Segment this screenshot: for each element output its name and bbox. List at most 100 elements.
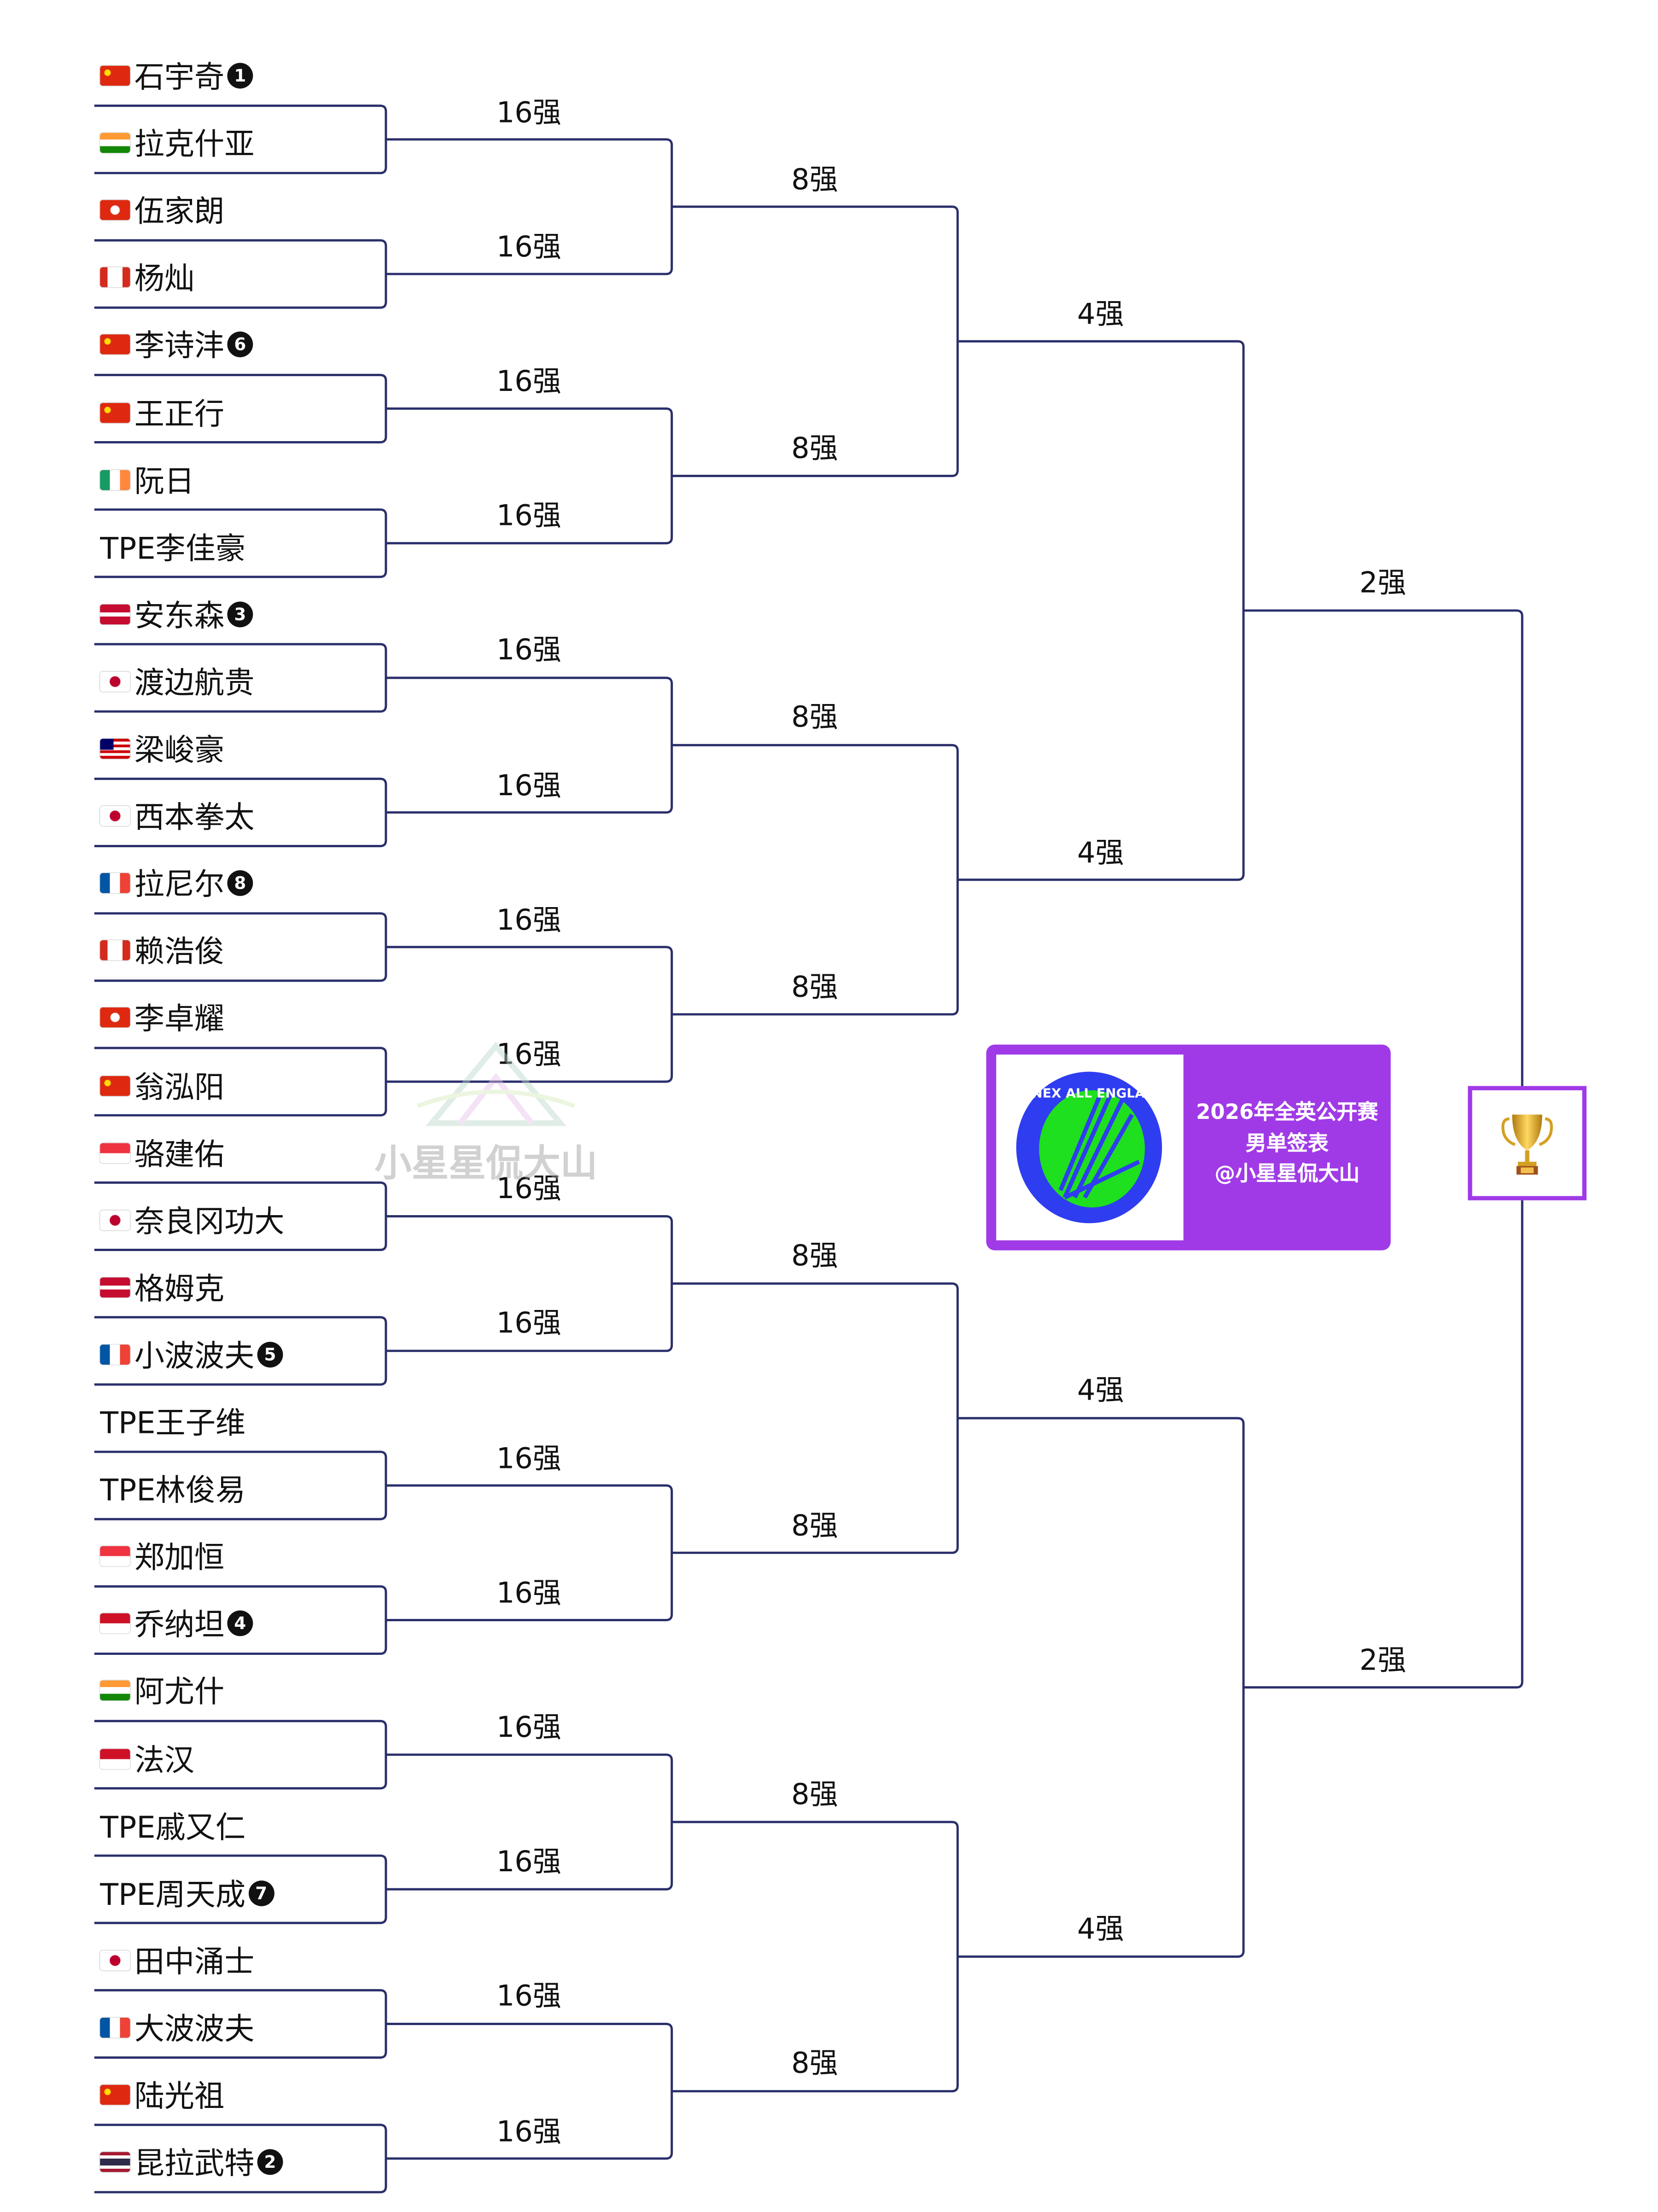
player-entry: 郑加恒 [100,1537,224,1577]
match-connector [957,1417,1245,1958]
player-entry: 梁峻豪 [100,729,224,769]
player-name: 阮日 [134,464,195,498]
player-entry: TPE林俊易 [100,1469,245,1509]
player-name: TPE戚又仁 [100,1810,246,1845]
player-name: TPE王子维 [100,1406,246,1441]
info-title: 2026年全英公开赛 [1196,1101,1378,1125]
player-name: 骆建佑 [134,1137,225,1171]
round-label: 8强 [791,1508,838,1543]
watermark: 小星星侃大山 [374,1035,618,1186]
denmark-flag-icon [100,604,130,624]
round-label: 8强 [791,431,838,466]
round-label: 16强 [496,1979,561,2014]
player-name: 小波波夫 [134,1339,255,1374]
player-entry: 渡边航贵 [100,662,254,702]
player-entry: 骆建佑 [100,1133,224,1173]
round-label: 16强 [496,633,561,667]
player-name: 李诗沣 [134,329,225,364]
singapore-flag-icon [100,1142,130,1163]
round-label: 4强 [1077,1911,1124,1946]
round-label: 16强 [496,1306,561,1340]
player-entry: 西本拳太 [100,796,254,836]
round-label: 16强 [496,1844,561,1879]
player-name: 乔纳坦 [134,1608,225,1642]
player-name: 郑加恒 [134,1541,225,1575]
seed-badge: 6 [227,332,253,358]
round-label: 8强 [791,969,838,1004]
seed-badge: 8 [227,870,253,896]
player-entry: 王正行 [100,392,224,432]
player-entry: TPE戚又仁 [100,1805,245,1845]
china-flag-icon [100,335,130,355]
player-entry: 李卓耀 [100,998,224,1038]
india-flag-icon [100,133,130,153]
japan-flag-icon [100,806,130,827]
player-name: 李卓耀 [134,1002,225,1037]
player-entry: TPE王子维 [100,1402,245,1442]
round-label: 8强 [791,700,838,734]
indonesia-flag-icon [100,1613,130,1634]
player-entry: 大波波夫 [100,2008,254,2048]
round-label: 16强 [496,229,561,263]
round-label: 2强 [1359,1642,1407,1677]
player-entry: 陆光祖 [100,2075,224,2115]
player-name: 奈良冈功大 [134,1204,285,1239]
svg-text:YONEX ALL ENGLAND: YONEX ALL ENGLAND [1011,1085,1166,1100]
round-label: 16强 [496,902,561,937]
player-entry: 奈良冈功大 [100,1200,285,1240]
trophy-icon [1501,1114,1553,1175]
round-label: 4强 [1077,296,1124,331]
seed-badge: 5 [257,1341,283,1368]
player-entry: 翁泓阳 [100,1065,224,1106]
india-flag-icon [100,1681,130,1701]
info-author: @小星星侃大山 [1214,1163,1360,1186]
player-name: 杨灿 [134,262,195,297]
indonesia-flag-icon [100,1748,130,1769]
champion-box [1468,1086,1587,1200]
player-entry: 法汉 [100,1738,194,1778]
player-name: TPE林俊易 [100,1473,246,1508]
round-label: 16强 [496,1575,561,1610]
seed-badge: 3 [227,601,253,627]
singapore-flag-icon [100,1546,130,1566]
player-name: TPE李佳豪 [100,531,246,565]
player-entry: 杨灿 [100,258,194,298]
player-name: 梁峻豪 [134,733,225,768]
seed-badge: 7 [248,1880,274,1906]
round-label: 16强 [496,94,561,129]
player-name: 陆光祖 [134,2079,225,2113]
china-flag-icon [100,65,130,86]
player-entry: TPE李佳豪 [100,527,245,567]
japan-flag-icon [100,671,130,692]
france-flag-icon [100,1344,130,1365]
player-name: 法汉 [134,1742,195,1777]
round-label: 16强 [496,1710,561,1744]
player-entry: 拉克什亚 [100,123,254,163]
player-name: 石宇奇 [134,60,225,94]
thailand-flag-icon [100,2152,130,2172]
canada-flag-icon [100,940,130,961]
player-name: 安东森 [134,598,225,633]
player-name: 昆拉武特 [134,2146,255,2181]
player-name: 拉尼尔 [134,867,225,902]
info-card: YONEX ALL ENGLAND 2026年全英公开赛 男单签表 @小星星侃大… [986,1044,1391,1251]
round-label: 16强 [496,2113,561,2148]
watermark-text: 小星星侃大山 [374,1143,598,1186]
player-entry: 赖浩俊 [100,931,224,971]
round-label: 4强 [1077,834,1124,869]
round-label: 8强 [791,2046,838,2081]
round-label: 8强 [791,1777,838,1811]
player-name: 阿尤什 [134,1675,225,1710]
player-name: 田中涌士 [134,1944,255,1979]
seed-badge: 1 [227,63,253,89]
round-label: 8强 [791,1238,838,1273]
all-england-logo: YONEX ALL ENGLAND [996,1054,1184,1240]
hong-kong-flag-icon [100,200,130,221]
watermark-mountain-icon [416,1041,576,1126]
